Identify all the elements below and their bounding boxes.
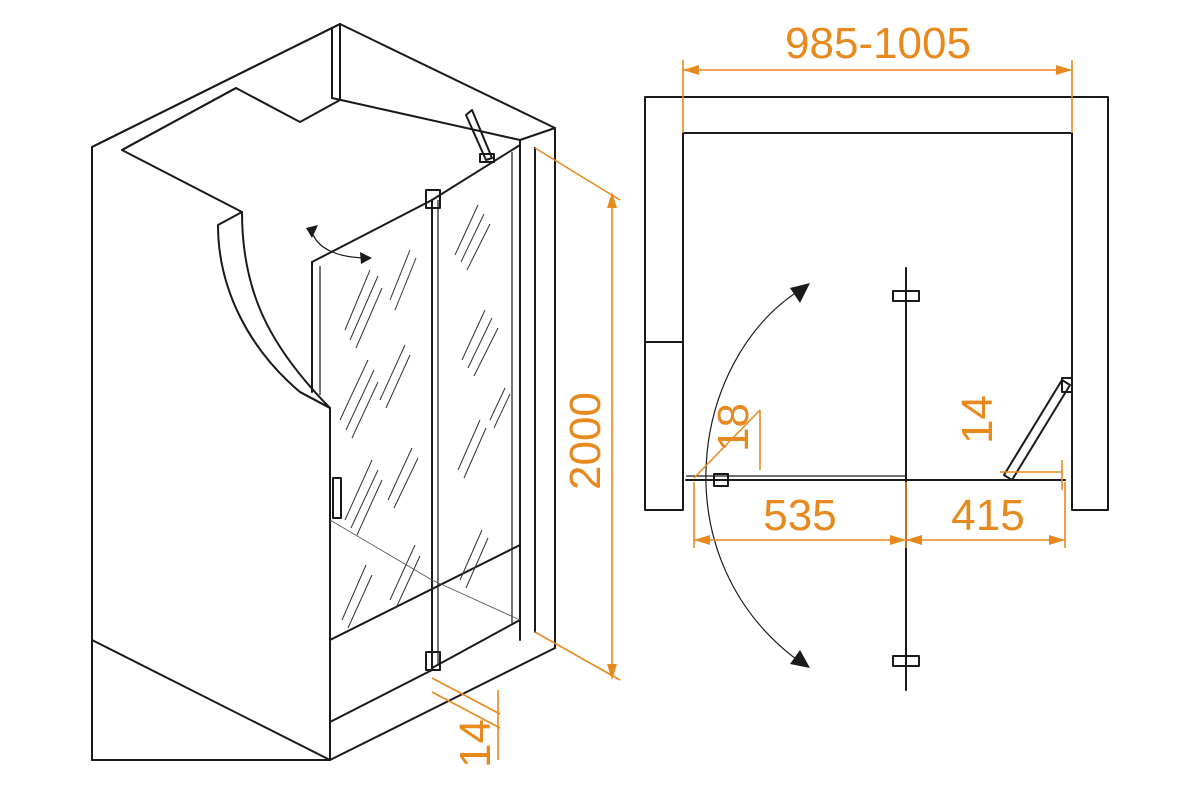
plan-stabilizer [1003,379,1071,481]
fixed-offset-label: 14 [451,719,500,768]
width-range-label: 985-1005 [785,19,971,68]
right-gap-label: 14 [953,395,1002,444]
plan-stabilizer-mount [1061,377,1073,393]
dim-2000-ext-bottom [534,631,621,681]
door-width-label: 535 [763,491,836,540]
wall-top-right [339,23,556,141]
dim-415-arrow-left [906,535,922,545]
arrow-head-iso-right [360,252,372,264]
dim-width-arrow-left [683,65,699,75]
top-hinge [425,189,441,209]
dim-width-arrow-right [1056,65,1072,75]
dim-14-ext [431,677,501,729]
dim-2000-ext-top [534,147,621,201]
stabilizer-mount [479,153,495,163]
swing-arrow-iso [311,231,369,259]
fixed-panel [431,144,521,669]
arrow-head-bottom [790,650,810,668]
back-floor-edge [331,97,521,141]
left-gap-label: 18 [709,403,758,452]
plan-view: 985-1005 535 415 18 14 [644,19,1109,691]
curved-edge [241,211,331,409]
floor-hidden-line [329,519,521,621]
bottom-hinge [425,651,441,671]
base-right [329,559,556,761]
arrow-head-top [790,283,810,303]
plan-handle [713,473,729,487]
height-label: 2000 [561,392,610,490]
plan-wall-left [644,341,684,511]
dim-535-arrow-left [694,535,710,545]
inner-top-edge [121,87,237,151]
right-column [519,127,556,649]
dim-bottom-ext [693,482,1066,548]
dim-2000-arrow-top [607,192,617,208]
front-wall-step [299,391,331,409]
glass-hatching [339,204,511,629]
dim-2000-arrow-bottom [607,664,617,680]
dim-width-ext [682,60,1073,133]
dim-14r-leader [1000,460,1063,490]
base-front-edge [329,544,521,641]
plan-hinge-bottom [892,655,920,667]
door-handle [332,477,342,519]
base-top-left [91,639,331,761]
swing-arc [705,289,801,663]
left-wall-outline [91,23,341,761]
stabilizer-bar [465,109,493,161]
dim-535-arrow-right [890,535,906,545]
arrow-head-iso-up [306,225,318,238]
fixed-width-label: 415 [951,491,1024,540]
isometric-view: 2000 14 [91,23,621,768]
plan-hinge-top [892,290,920,302]
wall-top-edge [91,23,341,148]
dim-415-arrow-right [1049,535,1065,545]
dim-18-leader [693,409,761,479]
